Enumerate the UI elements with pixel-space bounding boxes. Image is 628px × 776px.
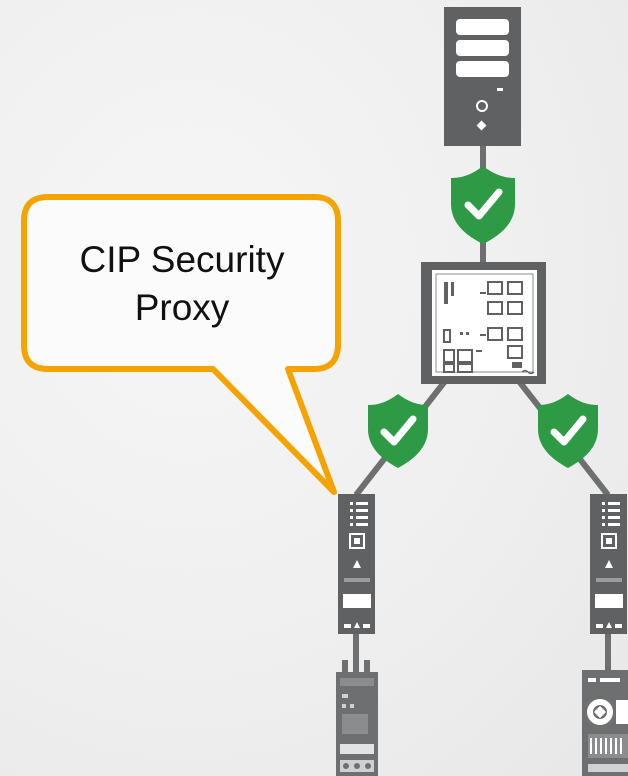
callout-label-line2: Proxy: [134, 287, 230, 328]
callout-label-line1: CIP Security: [79, 239, 285, 280]
callout-label: CIP Security Proxy: [40, 236, 324, 332]
callout-bubble: [21, 194, 341, 495]
industrial-device-icon: [582, 670, 628, 776]
server-icon: [444, 7, 521, 146]
verified-shield-icon: [451, 166, 515, 244]
verified-shield-icon: [538, 394, 598, 468]
industrial-device-icon: [336, 660, 378, 776]
verified-shield-icon: [368, 394, 428, 468]
managed-switch-icon: [421, 262, 546, 384]
cip-security-proxy-icon: [590, 494, 627, 634]
cip-security-proxy-icon: [338, 494, 375, 634]
